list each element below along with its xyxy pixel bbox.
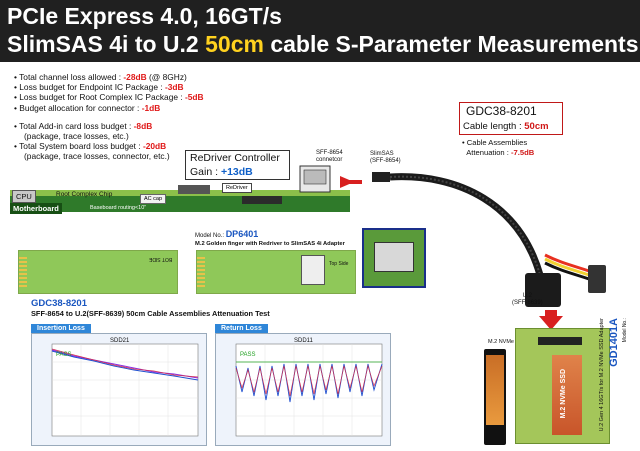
test-title: SFF-8654 to U.2(SFF-8639) 50cm Cable Ass…	[31, 309, 270, 318]
gd1401a-model-prefix: Model No.:	[622, 318, 628, 343]
cable-attenuation: Attenuation : -7.5dB	[462, 148, 534, 158]
slimsas-port	[301, 255, 325, 285]
cable-assembly-label: • Cable Assemblies	[462, 138, 528, 147]
title-banner: PCIe Express 4.0, 16GT/s SlimSAS 4i to U…	[0, 0, 640, 62]
budget-addin-note: (package, trace losses, etc.)	[24, 131, 129, 142]
u2-receptacle	[538, 337, 582, 345]
budget-total-loss-freq: (@ 8GHz)	[146, 72, 187, 82]
m2-card-top-view: Top Side	[196, 250, 356, 294]
m2-nvme-ssd	[484, 349, 506, 445]
budget-addin-value: -8dB	[133, 120, 153, 131]
cable-attenuation-value: -7.5dB	[511, 148, 535, 157]
insertion-loss-graph: SDD21 PASS	[51, 338, 199, 437]
budget-system-value: -20dB	[142, 141, 167, 152]
adapter-ssd-label: M.2 NVMe SSD	[560, 369, 567, 419]
budget-endpoint-label: • Loss budget for Endpoint IC Package :	[14, 82, 165, 93]
sff-connector-label: SFF-8654 connetcor	[316, 150, 343, 163]
budget-root-label: • Loss budget for Root Complex IC Packag…	[14, 92, 185, 103]
cable-attenuation-label: Attenuation :	[466, 148, 511, 157]
budget-root-value: -5dB	[184, 92, 204, 103]
cable-drawing	[372, 172, 606, 307]
budget-addin: • Total Add-in card loss budget : -8dB	[14, 121, 204, 131]
sff-connector-drawing	[299, 165, 362, 193]
ac-cap-label: AC cap	[140, 194, 167, 204]
redriver-gain-label: Gain :	[190, 166, 221, 178]
slimsas-port-closeup-connector	[374, 242, 414, 272]
cable-info-box: GDC38-8201 Cable length : 50cm	[459, 102, 563, 135]
budget-endpoint-value: -3dB	[164, 82, 184, 93]
m2-card-bottom-view: BOT SIDE	[18, 250, 178, 294]
redriver-ic	[242, 196, 282, 204]
cable-assembly-attenuation: • Cable Assemblies Attenuation : -7.5dB	[462, 138, 534, 158]
cable-model: GDC38-8201	[466, 104, 537, 118]
loss-budget-list: • Total channel loss allowed : -28dB (@ …	[14, 72, 204, 162]
budget-endpoint: • Loss budget for Endpoint IC Package : …	[14, 82, 204, 92]
title-highlight-length: 50cm	[205, 31, 264, 57]
sdd11-title: SDD11	[294, 338, 314, 344]
budget-connector-value: -1dB	[141, 102, 161, 113]
cable-length-label: Cable length :	[463, 121, 525, 132]
slimsas-label: SlimSAS (SFF-8654)	[370, 151, 401, 164]
dp6401-model: Model No.: DP6401	[195, 229, 258, 239]
redriver-controller-callout: ReDriver Controller Gain : +13dB	[185, 150, 290, 180]
cable-length-value: 50cm	[524, 121, 549, 132]
bot-side-label: BOT SIDE	[149, 256, 173, 262]
m2-nvme-ssd-label: M.2 NVMe SSD	[488, 339, 527, 345]
budget-connector-label: • Budget allocation for connector :	[14, 102, 142, 113]
add-in-card-pcb	[10, 190, 350, 198]
budget-total-loss-label: • Total channel loss allowed :	[14, 72, 124, 82]
ssd-label-stripe	[486, 355, 504, 425]
dp6401-model-number: DP6401	[225, 229, 259, 239]
ssd-heat-spreader	[552, 355, 582, 435]
cpu-chip: CPU	[12, 190, 36, 203]
title-line-1: PCIe Express 4.0, 16GT/s	[7, 3, 282, 29]
slimsas-port-closeup	[362, 228, 426, 288]
return-loss-graph: SDD11 PASS	[235, 338, 383, 437]
gd1401a-description: U.2 Gen 4 16GT/s for M.2 NVMe SSD Adapte…	[599, 318, 605, 432]
motherboard-label: Motherboard	[10, 203, 62, 214]
budget-system-note: (package, trace losses, connector, etc.)	[24, 151, 170, 162]
budget-root: • Loss budget for Root Complex IC Packag…	[14, 92, 204, 102]
top-side-label: Top Side	[329, 261, 349, 267]
test-model: GDC38-8201	[31, 298, 87, 309]
return-pass-label: PASS	[240, 352, 256, 358]
sdd21-title: SDD21	[110, 338, 130, 344]
budget-total-loss-value: -28dB	[123, 72, 147, 82]
baseboard-routing-label: Baseboard routing<10"	[90, 205, 147, 211]
redriver-chip-label: ReDriver	[222, 183, 252, 193]
budget-addin-label: • Total Add-in card loss budget :	[14, 120, 134, 131]
budget-system: • Total System board loss budget : -20dB	[14, 141, 204, 151]
u2-connector-label: U.2 (SFF-8639)	[512, 293, 543, 306]
title-line-2-pre: SlimSAS 4i to U.2	[7, 31, 206, 57]
redriver-title: ReDriver Controller	[190, 152, 280, 164]
budget-total-loss: • Total channel loss allowed : -28dB (@ …	[14, 72, 204, 82]
insertion-pass-label: PASS	[56, 352, 72, 358]
dp6401-model-prefix: Model No.:	[195, 233, 226, 239]
root-complex-label: Root Complex Chip	[56, 191, 113, 198]
cable-length: Cable length : 50cm	[463, 121, 549, 132]
budget-system-label: • Total System board loss budget :	[14, 141, 143, 152]
golden-finger-top	[197, 257, 205, 289]
capacitor-bank	[178, 185, 210, 194]
redriver-gain-value: +13dB	[220, 166, 253, 178]
tab-return-loss: Return Loss	[215, 324, 268, 333]
u2-arrow	[539, 310, 563, 330]
title-line-2: SlimSAS 4i to U.2 50cm cable S-Parameter…	[7, 31, 639, 58]
budget-connector: • Budget allocation for connector : -1dB	[14, 103, 204, 113]
redriver-gain: Gain : +13dB	[190, 166, 253, 178]
tab-insertion-loss: Insertion Loss	[31, 324, 91, 333]
title-line-2-post: cable S-Parameter Measurements	[263, 31, 639, 57]
golden-finger-bottom	[19, 257, 27, 289]
dp6401-description: M.2 Golden finger with Redriver to SlimS…	[195, 241, 345, 247]
gd1401a-adapter-board: M.2 NVMe SSD	[515, 328, 610, 444]
gd1401a-model: GD1401A	[608, 318, 620, 367]
budget-spacer	[14, 113, 204, 121]
